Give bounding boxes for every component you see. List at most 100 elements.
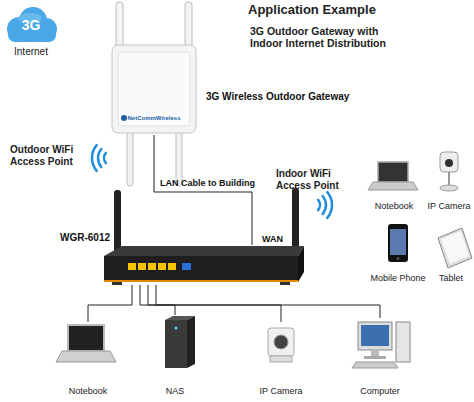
edge-label: LAN Cable to Building [160, 178, 255, 188]
gateway-panel [118, 52, 190, 126]
tablet-screen [441, 231, 469, 264]
camera-base [440, 185, 458, 191]
brand-logo: NetCommWireless [119, 115, 189, 122]
wireless-device: Tablet [428, 224, 474, 284]
logo-mark [121, 115, 127, 121]
ip-camera-drawing [440, 152, 458, 191]
wired-device: Notebook [55, 322, 121, 398]
cable-connector [154, 135, 252, 245]
computer-drawing [352, 322, 410, 368]
wireless-device: IP Camera [424, 148, 474, 212]
gateway-housing [112, 45, 196, 133]
camera-body [440, 152, 458, 172]
device-label: IP Camera [250, 386, 312, 396]
router-drawing [104, 188, 304, 285]
camera-base [270, 356, 292, 362]
camera-lens [274, 335, 288, 349]
antenna [127, 128, 133, 186]
wired-device: Computer [345, 318, 415, 398]
outdoor-gateway-drawing [112, 2, 196, 186]
antenna [292, 188, 299, 250]
router-stripe [104, 280, 298, 282]
device-label: Mobile Phone [366, 273, 430, 283]
port-label: WAN [262, 234, 302, 244]
notebook-screen [68, 325, 104, 351]
device-label: IP Camera [424, 201, 474, 211]
antenna [176, 128, 182, 186]
phone-body [388, 224, 408, 262]
wifi-arc [327, 192, 332, 218]
wifi-waves [92, 145, 106, 171]
notebook-base [56, 351, 116, 362]
wifi-arc [323, 196, 326, 214]
monitor-stand [371, 350, 379, 356]
tablet-body [438, 228, 472, 268]
wan-port [182, 263, 191, 270]
phone-button [397, 257, 400, 260]
wired-device: IP Camera [250, 322, 312, 398]
antenna [114, 190, 121, 252]
diagram-title: Application Example [248, 3, 468, 18]
keyboard [352, 362, 398, 368]
monitor-foot [364, 356, 386, 359]
device-label: Notebook [366, 201, 422, 211]
cloud-caption: Internet [4, 46, 58, 58]
tower [396, 322, 410, 362]
router: WGR-6012WAN [100, 245, 305, 285]
lan-port [168, 263, 176, 270]
notebook-drawing [56, 325, 116, 362]
subtitle: 3G Outdoor Gateway with Indoor Internet … [250, 25, 405, 49]
device-label: Notebook [55, 386, 121, 396]
wifi-waves [318, 192, 332, 218]
wireless-device: Notebook [366, 160, 422, 212]
model-name: WGR-6012 [60, 232, 130, 244]
internet-cloud: 3G Internet [4, 6, 58, 58]
router-foot [280, 282, 290, 285]
cable-connector [156, 285, 380, 318]
wired-device: NAS [150, 315, 200, 398]
outdoor-gateway: NetCommWireless3G Wireless Outdoor Gatew… [112, 45, 196, 135]
device-label: NAS [150, 386, 200, 396]
notebook-screen [378, 162, 408, 182]
camera-lens [445, 159, 453, 167]
monitor-screen [361, 325, 389, 346]
wifi-arc [92, 145, 97, 171]
lan-port [148, 263, 156, 270]
router-front [104, 256, 298, 282]
camera-body [268, 328, 294, 356]
cloud-label: 3G [4, 17, 58, 33]
camera-stand [448, 172, 450, 186]
router-side [298, 246, 304, 282]
nas-drawing [165, 316, 195, 368]
router-foot [112, 282, 122, 285]
wireless-device: Mobile Phone [366, 222, 430, 284]
wifi-arc [104, 153, 106, 163]
tablet-drawing [438, 228, 472, 268]
cable-connector [148, 285, 281, 322]
callout-label: Indoor WiFi Access Point [276, 168, 356, 191]
lan-port [158, 263, 166, 270]
device-label: Computer [345, 386, 415, 396]
nas-light [175, 327, 178, 330]
notebook-drawing [368, 162, 418, 190]
ip-camera-drawing [268, 328, 294, 362]
lan-port [138, 263, 146, 270]
monitor [358, 322, 392, 350]
nas-front [165, 320, 187, 368]
router-top [104, 246, 304, 256]
wifi-arc [98, 149, 101, 167]
callout-label: Outdoor WiFi Access Point [10, 144, 90, 167]
wifi-arc [318, 200, 320, 210]
notebook-base [368, 182, 418, 190]
device-name: 3G Wireless Outdoor Gateway [206, 91, 381, 103]
cable-connector [140, 285, 175, 315]
lan-port [128, 263, 136, 270]
phone-screen [390, 229, 406, 255]
cable-connector [88, 285, 132, 322]
nas-side [187, 316, 195, 368]
device-label: Tablet [428, 273, 474, 283]
